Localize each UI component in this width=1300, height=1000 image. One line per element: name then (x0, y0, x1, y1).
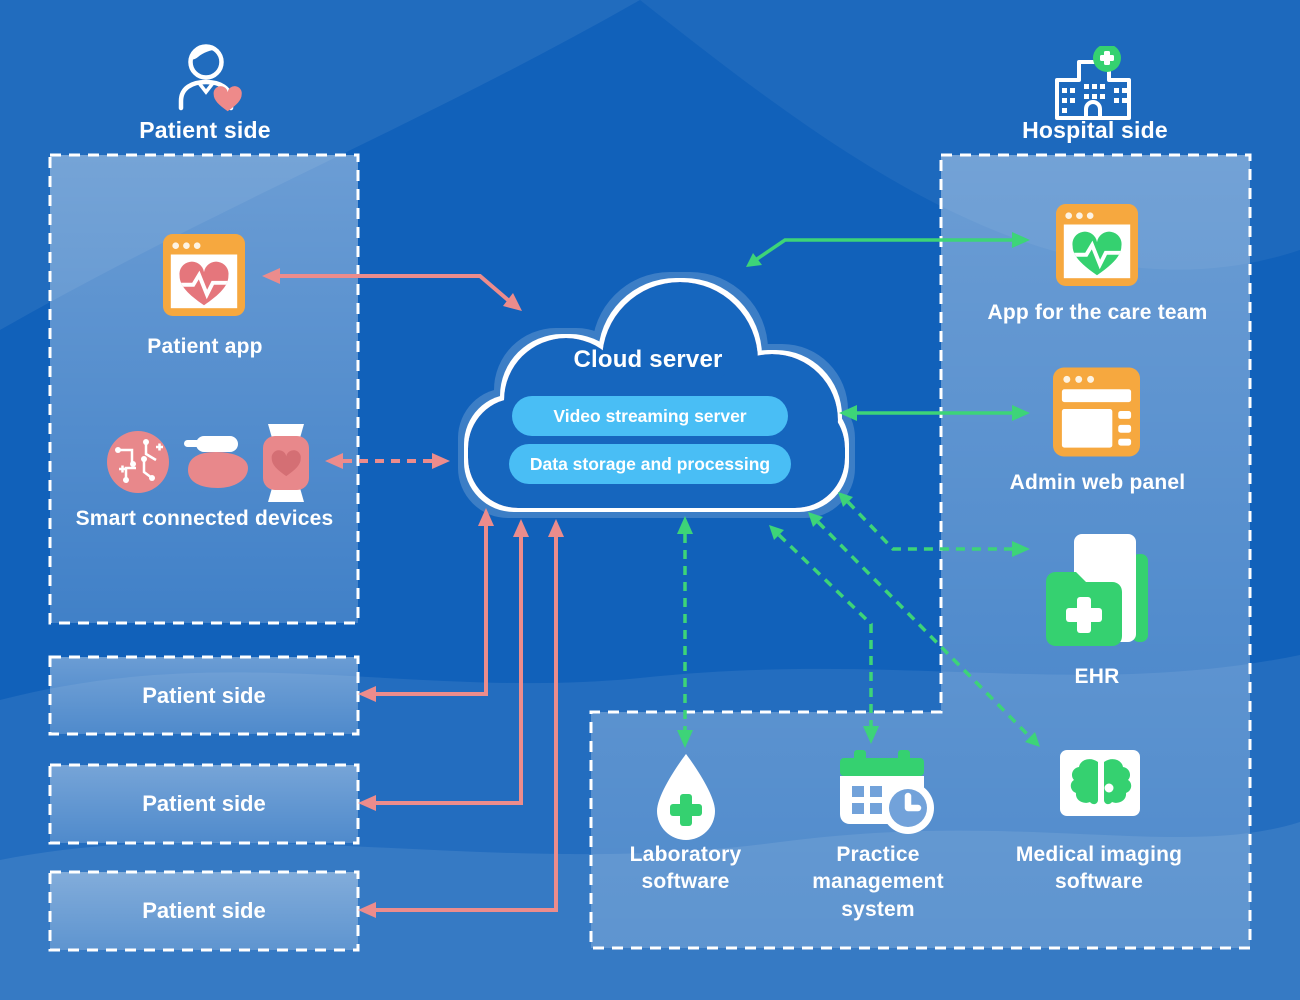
browser-layout-icon (1053, 367, 1140, 457)
arrow-patientapp-cloud (262, 268, 522, 311)
arrow-cloud-admin (839, 405, 1030, 421)
patient-box-4 (48, 870, 360, 952)
arrow-cloud-ehr (838, 492, 1030, 557)
patient-box-2 (48, 655, 360, 736)
medical-folder-icon (1046, 534, 1148, 646)
patient-box-3 (48, 763, 360, 845)
app-window-heart-icon (163, 234, 245, 316)
person-heart-icon (178, 44, 242, 112)
calendar-clock-icon (840, 750, 934, 834)
hospital-side-title: Hospital side (1022, 117, 1168, 143)
patient-box-2-label: Patient side (142, 682, 266, 708)
video-streaming-pill: Video streaming server (512, 396, 788, 436)
patient-box-3-label: Patient side (142, 791, 266, 816)
data-storage-pill: Data storage and processing (509, 444, 791, 484)
ehr-label: EHR (1074, 665, 1120, 688)
patient-side-title: Patient side (139, 117, 271, 143)
arrow-cloud-imaging (808, 512, 1040, 747)
circuit-chip-icon (107, 431, 169, 493)
arrow-patientbox3-cloud (358, 519, 529, 811)
arrow-cloud-practice (769, 525, 879, 744)
glucometer-icon (184, 436, 248, 488)
hospital-building-icon (1055, 46, 1131, 120)
smartwatch-heart-icon (263, 424, 309, 502)
admin-web-panel-label: Admin web panel (1009, 471, 1186, 494)
arrow-devices-cloud (325, 453, 450, 469)
care-team-app-label: App for the care team (987, 301, 1208, 324)
arrow-cloud-careteam (746, 232, 1030, 267)
practice-management-label: Practice management system (812, 843, 944, 921)
arrow-patientbox4-cloud (358, 519, 564, 918)
drop-cross-icon (657, 754, 715, 840)
hospital-zone-box (589, 153, 1252, 950)
brain-icon (1060, 750, 1140, 816)
medical-imaging-label: Medical imaging software (1015, 843, 1183, 894)
patient-app-label: Patient app (147, 335, 263, 358)
patient-zone-box (48, 153, 360, 625)
smart-devices-label: Smart connected devices (75, 507, 334, 530)
patient-box-4-label: Patient side (142, 898, 266, 923)
laboratory-software-label: Laboratory software (629, 843, 742, 894)
arrow-patientbox2-cloud (358, 508, 494, 702)
app-window-heart-icon (1056, 204, 1138, 286)
arrow-cloud-laboratory (677, 516, 693, 748)
cloud-server-title: Cloud server (573, 346, 723, 373)
